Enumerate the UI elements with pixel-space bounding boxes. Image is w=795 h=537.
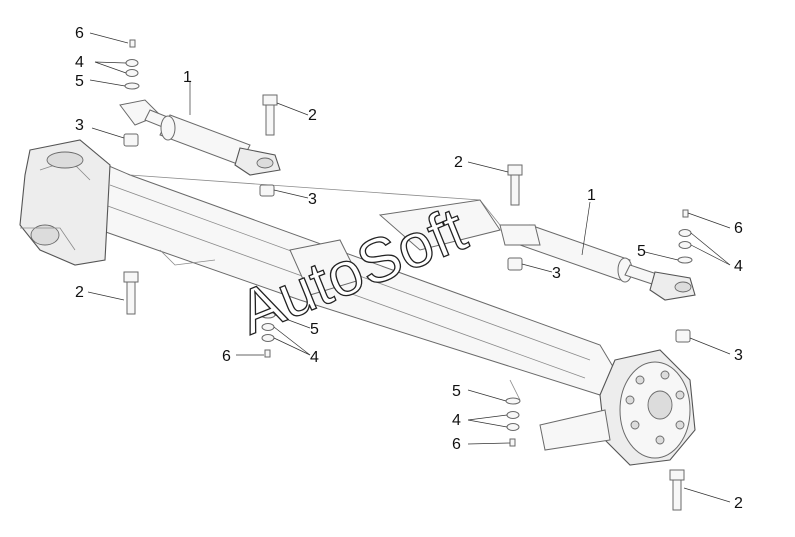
right-steering-cylinder bbox=[499, 224, 696, 301]
hardware-stack-bottom bbox=[505, 397, 521, 447]
callout-4-bottom: 4 bbox=[452, 412, 461, 429]
king-pin-top-right bbox=[507, 164, 523, 206]
king-pin-top-left bbox=[262, 94, 278, 136]
callout-6-bottom: 6 bbox=[452, 436, 461, 453]
hardware-stack-top-left bbox=[124, 39, 140, 90]
callout-5-right: 5 bbox=[637, 243, 646, 260]
callout-2-bottom-left: 2 bbox=[75, 284, 84, 301]
callout-3-center: 3 bbox=[308, 191, 317, 208]
left-steering-knuckle bbox=[19, 139, 111, 266]
callout-6-right: 6 bbox=[734, 220, 743, 237]
callout-4-top-left: 4 bbox=[75, 54, 84, 71]
callout-5-bottom: 5 bbox=[452, 383, 461, 400]
callout-3-right-center: 3 bbox=[552, 265, 561, 282]
callout-6-center: 6 bbox=[222, 348, 231, 365]
leader-lines bbox=[87, 32, 731, 503]
callout-3-top-left: 3 bbox=[75, 117, 84, 134]
king-pin-bottom-left bbox=[123, 271, 139, 315]
left-steering-cylinder bbox=[119, 99, 281, 176]
hardware-stack-right bbox=[677, 209, 693, 264]
callout-labels: 6 4 5 1 2 3 3 2 5 4 6 2 1 3 6 5 4 3 5 4 … bbox=[75, 25, 743, 512]
callout-4-center: 4 bbox=[310, 349, 319, 366]
callout-2-bottom-right: 2 bbox=[734, 495, 743, 512]
callout-5-top-left: 5 bbox=[75, 73, 84, 90]
callout-3-right: 3 bbox=[734, 347, 743, 364]
callout-5-center: 5 bbox=[310, 321, 319, 338]
hardware-stack-center bbox=[260, 311, 276, 358]
right-wheel-hub bbox=[539, 349, 696, 466]
callout-1-right: 1 bbox=[587, 187, 596, 204]
callout-2-top-right: 2 bbox=[454, 154, 463, 171]
callout-1-left: 1 bbox=[183, 69, 192, 86]
callout-6-top-left: 6 bbox=[75, 25, 84, 42]
bushings bbox=[123, 133, 691, 343]
axle-beam bbox=[94, 159, 616, 401]
callout-4-right: 4 bbox=[734, 258, 743, 275]
callout-2-top-left: 2 bbox=[308, 107, 317, 124]
king-pin-bottom-right bbox=[669, 469, 685, 511]
